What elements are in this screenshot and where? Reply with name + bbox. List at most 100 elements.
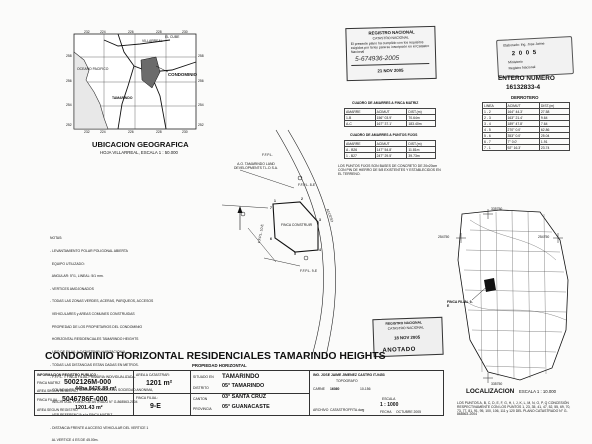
area-filial-label: AREA SEGUN REGISTRO (37, 408, 78, 412)
map-tick-bottom-4: 230 (182, 130, 188, 134)
distrito-value: 05° TAMARINDO (222, 383, 265, 389)
map-label-condominio: CONDOMINIO (168, 72, 198, 77)
canton-value: 03° SANTA CRUZ (222, 394, 267, 400)
site-label-ffpl-9e: F.F.P.L. 9-E (300, 269, 318, 273)
vertex-label-4: 4 (319, 248, 321, 252)
map-tick-bottom-2: 226 (128, 130, 134, 134)
vertex-label-6: 6 (270, 237, 272, 241)
key-map-tick-left: 254750 (438, 235, 450, 239)
north-arrow-icon (237, 206, 243, 230)
map-tick-left-2: 256 (66, 79, 72, 83)
map-tick-top-4: 230 (182, 30, 188, 34)
table-cell: 23.74 (538, 144, 571, 151)
fecha-value: OCTUBRE 2005 (396, 410, 422, 414)
key-map-tick-right: 254750 (538, 235, 550, 239)
key-map-note: LOS PUNTOS A, B, C, D, E, F, G, H, I, J,… (457, 401, 571, 417)
provincia-value: 05° GUANACASTE (222, 404, 270, 410)
note-line: - VER REFERENCIA a la FINCA MATRIZ. (50, 412, 114, 417)
key-map-title: LOCALIZACION (466, 388, 515, 395)
amarres-matriz-title: CUADRO DE AMARRES A FINCA MATRIZ (352, 101, 419, 105)
carne-value: 16360 (330, 387, 340, 391)
note-line: NOTAS: (50, 236, 63, 241)
amarres-fijos-title: CUADRO DE AMARRES A PUNTOS FIJOS (350, 133, 418, 137)
map-tick-right-2: 256 (198, 79, 204, 83)
map-tick-right-3: 254 (198, 103, 204, 107)
map-tick-left-4: 252 (66, 123, 72, 127)
key-map-tick-top: 335750 (491, 207, 503, 211)
note-line: - DISTANCIA FRENTE A ACCESO VEHICULAR DE… (50, 425, 149, 430)
area-catastrar-value: 1201 m² (146, 380, 173, 387)
fecha-label: FECHA (380, 410, 392, 414)
map-label-ocean: OCEANO PACIFICO (77, 67, 109, 71)
map-tick-right-1: 258 (198, 54, 204, 58)
map-tick-left-1: 258 (66, 54, 72, 58)
anotado-stamp-date: 18 NOV 2005 (393, 334, 421, 341)
map-label-el-cube: EL CUBE (165, 35, 180, 39)
finca-matriz-label: FINCA MATRIZ (37, 381, 61, 385)
site-label-finca: FINCA CONSTRUIR (281, 223, 313, 227)
main-title: CONDOMINIO HORIZONTAL RESIDENCIALES TAMA… (45, 351, 386, 362)
area-catastrar-label: AREA A CATASTRAR: (136, 373, 170, 377)
map-tick-top-5: 232 (84, 30, 90, 34)
site-label-ffpl-8e: F.F.P.L. 8-E (298, 183, 316, 187)
note-line: HORIZONTAL RESIDENCIALES TAMARINDO HEIGH… (50, 337, 139, 342)
table-cell: 167° 37.1' (374, 120, 408, 127)
note-line: - TODAS LAS ZONAS VERDES, ACERAS, PARQUE… (50, 299, 154, 304)
finca-filial-label: FINCA FILIAL (37, 398, 58, 402)
note-line: INSCRITA AL PLANO CATASTRADO N° G-868563… (50, 400, 138, 405)
title-block-divider-3 (309, 370, 310, 416)
filial-label: FINCA FILIAL: (136, 396, 158, 400)
provincia-label: PROVINCIA (193, 407, 212, 411)
table-cell: 247° 29.5' (374, 152, 408, 159)
note-line: - COLINDANTE : FIDUCIARIA CUSCATLAN SOCI… (50, 387, 154, 392)
note-line: AL VERTICE 4 ES DE 45.00m. (50, 438, 99, 443)
canton-label: CANTON (193, 397, 208, 401)
engineer-name: ING. JOSE JAIME JIMENEZ CASTRO IT-9453 (313, 373, 385, 377)
vertex-label-7: 7 (270, 206, 272, 210)
situado-label: SITUADO EN (193, 375, 214, 379)
situado-value: TAMARINDO (222, 373, 260, 380)
note-line: - TODAS LAS DISTANCIAS ESTAN DADAS EN ME… (50, 362, 139, 367)
site-label-ffpl: F.F.P.L. (262, 153, 273, 157)
main-subtitle: PROPIEDAD HORIZONTAL (192, 363, 247, 368)
finca-filial-value: 5046786F-000 (62, 396, 108, 403)
table-cell: 92° 16.3' (505, 144, 540, 151)
map-tick-right-4: 252 (198, 123, 204, 127)
archivo-label: ARCHIVO (313, 408, 329, 412)
registry-info-label: INFORMACION REGISTRO PUBLICO : (37, 373, 99, 377)
vertex-label-5: 5 (294, 252, 296, 256)
site-label-developer: A.O. TAMARINDO LAND DEVELOPMENTS T.L.D S… (233, 162, 279, 170)
map-tick-bottom-5: 232 (84, 130, 90, 134)
map-tick-top-1: 224 (100, 30, 106, 34)
note-line: ANGULAR: 5"/1, LINEAL: 5/1 mm. (50, 274, 104, 279)
map-tick-top-3: 228 (156, 30, 162, 34)
distrito-label: DISTRITO (193, 386, 209, 390)
amarres-fijos-note: LOS PUNTOS FIJOS SON BASES DE CONCRETO D… (338, 164, 441, 176)
key-map-scale: ESCALA 1 : 10.000 (519, 389, 557, 394)
key-map-finca-label: FINCA FILIAL 9-E (447, 300, 473, 308)
table-cell: 183.40m (406, 120, 436, 127)
location-map-title: UBICACION GEOGRAFICA (92, 140, 189, 149)
note-line: - VERTICES AMOJONADOS (50, 286, 94, 291)
title-block-mid-rule (34, 393, 309, 394)
note-line: - USO DE FILIAL A CATASTRAR: HABITACIONA… (50, 349, 127, 354)
escala-label: ESCALA (382, 397, 396, 401)
map-tick-top-2: 226 (128, 30, 134, 34)
map-tick-bottom-3: 228 (156, 130, 162, 134)
notes-block: NOTAS: - LEVANTAMIENTO POLAR POLIGONAL A… (50, 228, 153, 444)
note-line: EQUIPO UTILIZADO: (50, 261, 85, 266)
finca-matriz-value: 5002126M-000 (64, 379, 112, 386)
carne-label: CARNE (313, 387, 325, 391)
vertex-label-1: 1 (274, 199, 276, 203)
location-map-subtitle: HOJA VILLARREAL, ESCALA 1 : 50.000 (100, 150, 178, 155)
map-tick-bottom-1: 224 (100, 130, 106, 134)
archivo-value: CATASTROFFITA.dwg (330, 408, 365, 412)
